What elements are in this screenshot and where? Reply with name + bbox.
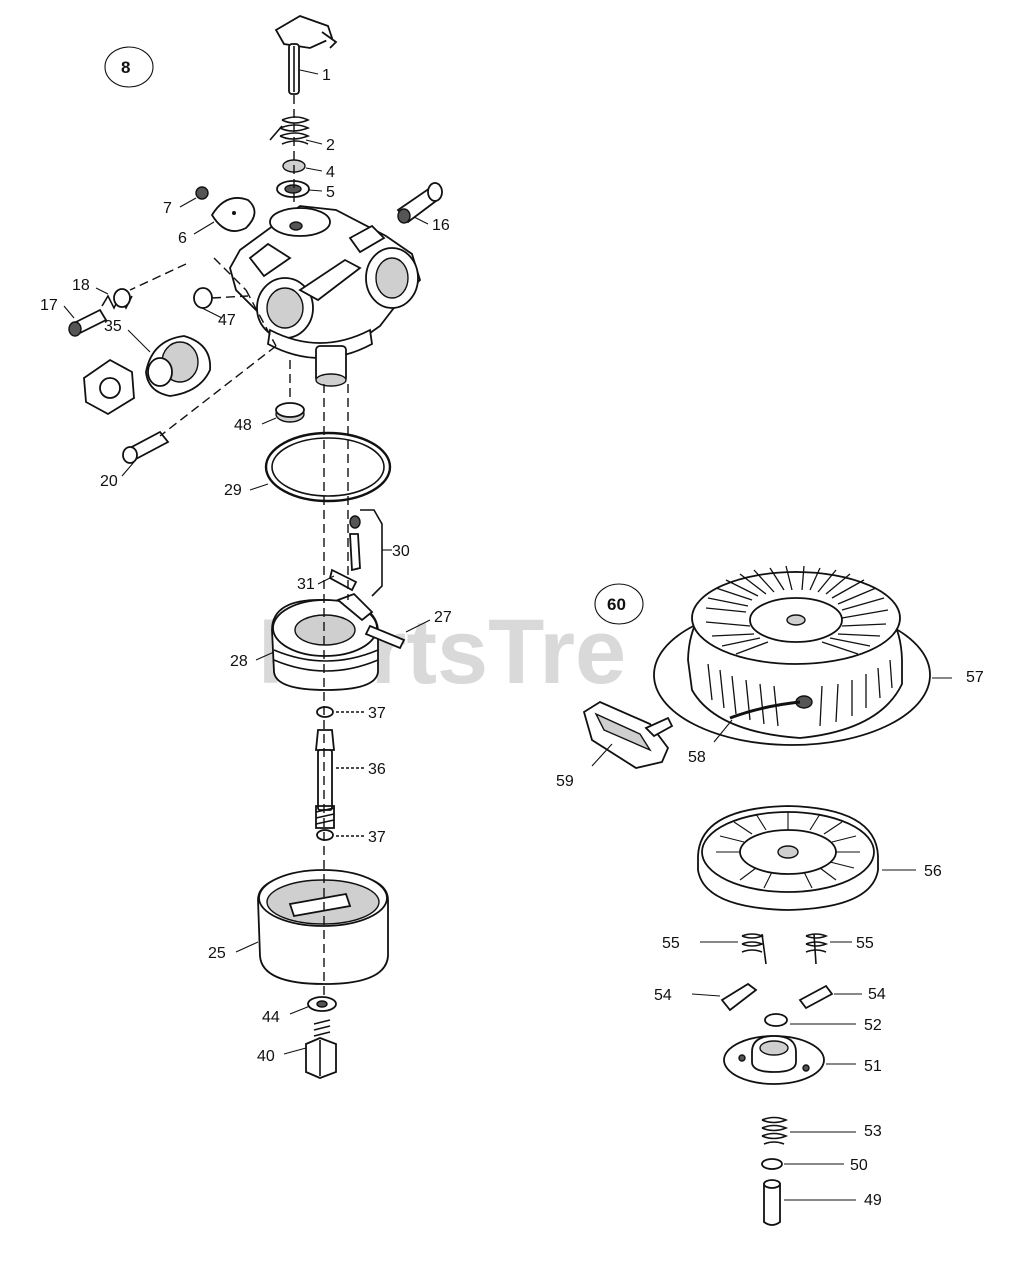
part-55-spring-right[interactable] bbox=[805, 933, 829, 965]
callout-44[interactable]: 44 bbox=[262, 1009, 280, 1026]
callout-6[interactable]: 6 bbox=[178, 230, 187, 247]
part-37-o-ring-lower[interactable] bbox=[316, 829, 334, 841]
callout-50[interactable]: 50 bbox=[850, 1157, 868, 1174]
part-37-o-ring-upper[interactable] bbox=[316, 706, 334, 718]
part-7-screw[interactable] bbox=[195, 186, 209, 200]
part-30-inlet-needle[interactable] bbox=[349, 509, 383, 597]
callout-57[interactable]: 57 bbox=[966, 669, 984, 686]
callout-25[interactable]: 25 bbox=[208, 945, 226, 962]
group-badge-recoil-starter[interactable]: 60 bbox=[607, 595, 626, 614]
part-1-throttle-shaft[interactable] bbox=[274, 15, 338, 95]
part-20-pin[interactable] bbox=[122, 430, 170, 464]
part-35-choke-assembly[interactable] bbox=[83, 335, 211, 416]
callout-36[interactable]: 36 bbox=[368, 761, 386, 778]
part-51-retainer[interactable] bbox=[723, 1035, 825, 1085]
callout-31[interactable]: 31 bbox=[297, 576, 315, 593]
callout-55-right[interactable]: 55 bbox=[856, 935, 874, 952]
part-55-spring-left[interactable] bbox=[741, 933, 767, 965]
assembly-lines bbox=[129, 95, 349, 1000]
callout-48[interactable]: 48 bbox=[234, 417, 252, 434]
carburetor-callouts: 1 2 4 5 7 6 16 18 17 35 47 48 20 bbox=[40, 67, 452, 1065]
callout-2[interactable]: 2 bbox=[326, 137, 335, 154]
callout-52[interactable]: 52 bbox=[864, 1017, 882, 1034]
part-47-o-ring[interactable] bbox=[193, 287, 213, 309]
part-57-starter-housing[interactable] bbox=[653, 565, 931, 746]
part-18-idle-spring[interactable] bbox=[101, 288, 133, 310]
callout-30[interactable]: 30 bbox=[392, 543, 410, 560]
part-29-float-bowl-gasket[interactable] bbox=[264, 431, 392, 503]
part-53-spring[interactable] bbox=[761, 1116, 789, 1145]
callout-28[interactable]: 28 bbox=[230, 653, 248, 670]
callout-51[interactable]: 51 bbox=[864, 1058, 882, 1075]
callout-16[interactable]: 16 bbox=[432, 217, 450, 234]
callout-54-right[interactable]: 54 bbox=[868, 986, 886, 1003]
carburetor-body[interactable] bbox=[229, 205, 422, 387]
part-6-throttle-plate[interactable] bbox=[210, 197, 256, 232]
part-40-bowl-nut[interactable] bbox=[305, 1019, 337, 1079]
recoil-starter-group: 60 bbox=[556, 565, 984, 1226]
part-16-fuel-fitting[interactable] bbox=[396, 182, 443, 224]
callout-37-upper[interactable]: 37 bbox=[368, 705, 386, 722]
group-badge-carburetor[interactable]: 8 bbox=[121, 58, 130, 77]
part-52-washer[interactable] bbox=[764, 1013, 788, 1027]
part-56-starter-pulley[interactable] bbox=[697, 805, 879, 911]
part-58-rope[interactable] bbox=[729, 700, 801, 720]
carburetor-group: 8 bbox=[40, 15, 452, 1079]
callout-5[interactable]: 5 bbox=[326, 184, 335, 201]
callout-29[interactable]: 29 bbox=[224, 482, 242, 499]
callout-54-left[interactable]: 54 bbox=[654, 987, 672, 1004]
part-59-starter-handle[interactable] bbox=[582, 700, 674, 769]
callout-59[interactable]: 59 bbox=[556, 773, 574, 790]
part-17-idle-screw[interactable] bbox=[68, 308, 108, 337]
callout-53[interactable]: 53 bbox=[864, 1123, 882, 1140]
part-44-washer[interactable] bbox=[307, 996, 337, 1012]
part-48-plug[interactable] bbox=[275, 402, 305, 423]
part-54-pawl-right[interactable] bbox=[798, 984, 834, 1010]
callout-35[interactable]: 35 bbox=[104, 318, 122, 335]
callout-47[interactable]: 47 bbox=[218, 312, 236, 329]
part-5-seal[interactable] bbox=[276, 180, 310, 198]
part-31-float-pin[interactable] bbox=[328, 568, 358, 592]
callout-1[interactable]: 1 bbox=[322, 67, 331, 84]
part-25-float-bowl[interactable] bbox=[257, 869, 389, 985]
starter-callouts: 57 58 59 56 55 55 54 54 52 51 53 50 49 bbox=[556, 669, 984, 1209]
callout-49[interactable]: 49 bbox=[864, 1192, 882, 1209]
callout-55-left[interactable]: 55 bbox=[662, 935, 680, 952]
callout-37-lower[interactable]: 37 bbox=[368, 829, 386, 846]
callout-18[interactable]: 18 bbox=[72, 277, 90, 294]
callout-17[interactable]: 17 bbox=[40, 297, 58, 314]
callout-40[interactable]: 40 bbox=[257, 1048, 275, 1065]
part-49-pin[interactable] bbox=[763, 1179, 781, 1226]
callout-7[interactable]: 7 bbox=[163, 200, 172, 217]
part-28-float[interactable] bbox=[271, 592, 379, 691]
callout-4[interactable]: 4 bbox=[326, 164, 335, 181]
part-27-hinge-pin[interactable] bbox=[364, 624, 406, 650]
part-54-pawl-left[interactable] bbox=[720, 982, 758, 1012]
callout-56[interactable]: 56 bbox=[924, 863, 942, 880]
group-badge-circle bbox=[594, 583, 644, 625]
part-50-washer[interactable] bbox=[761, 1158, 783, 1170]
callout-58[interactable]: 58 bbox=[688, 749, 706, 766]
callout-20[interactable]: 20 bbox=[100, 473, 118, 490]
part-2-spring[interactable] bbox=[269, 116, 311, 145]
group-badge-circle bbox=[104, 46, 154, 88]
callout-27[interactable]: 27 bbox=[434, 609, 452, 626]
part-36-main-jet[interactable] bbox=[315, 729, 335, 829]
